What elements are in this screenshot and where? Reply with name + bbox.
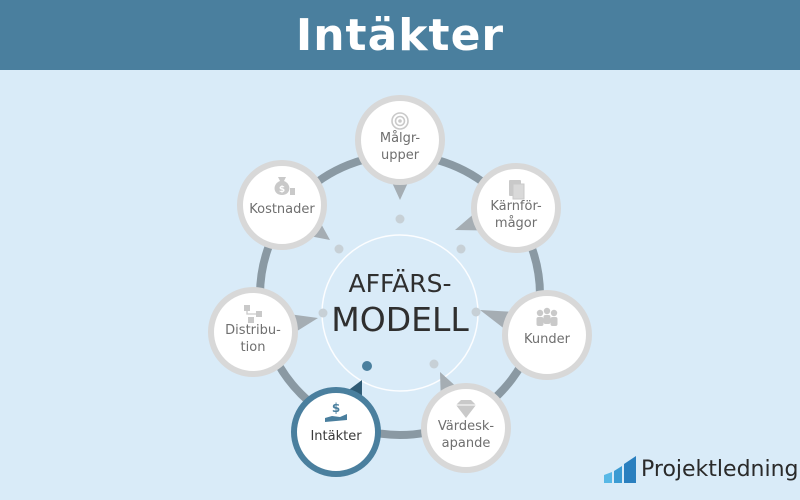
svg-text:$: $ (279, 185, 285, 195)
node-circle (355, 95, 445, 185)
inner-dot-vardeskapande (429, 359, 439, 369)
node-group: Målgr-upperKärnför-mågorKunderVärdesk-ap… (208, 95, 592, 477)
node-label: Distribu- (225, 323, 281, 338)
svg-text:$: $ (332, 401, 340, 415)
node-circle (421, 383, 511, 473)
node-circle (237, 160, 327, 250)
document-icon (509, 180, 525, 200)
money-hand-icon: $ (325, 401, 347, 422)
node-circle (471, 163, 561, 253)
page-title: Intäkter (295, 9, 505, 61)
node-circle (208, 287, 298, 377)
node-karnformagor: Kärnför-mågor (471, 163, 561, 253)
dot-group (318, 214, 481, 371)
inner-dot-kostnader (334, 244, 344, 254)
node-label: Kunder (524, 332, 571, 347)
node-label: apande (442, 436, 491, 451)
diamond-icon (456, 400, 476, 418)
flowchart-icon (244, 305, 262, 323)
brand-logo: Projektledning (604, 455, 799, 483)
people-icon (536, 307, 558, 326)
node-label: Värdesk- (438, 419, 495, 434)
header-banner: Intäkter (0, 0, 800, 70)
money-bag-icon: $ (274, 177, 295, 195)
node-label: Intäkter (310, 429, 362, 444)
center-title-line1: AFFÄRS- (349, 269, 452, 298)
inner-dot-malgrupper (395, 214, 405, 224)
node-circle (291, 387, 381, 477)
bar-chart-logo-icon (604, 456, 636, 483)
node-label: mågor (495, 216, 538, 231)
node-vardeskapande: Värdesk-apande (421, 383, 511, 473)
node-label: upper (381, 148, 420, 163)
node-label: tion (241, 340, 266, 355)
node-label: Kärnför- (490, 199, 542, 214)
node-intakter: $ Intäkter (291, 387, 381, 477)
target-icon (391, 112, 409, 130)
center-title-line2: MODELL (331, 300, 469, 339)
node-malgrupper: Målgr-upper (355, 95, 445, 185)
logo-text: Projektledning (641, 456, 799, 482)
node-distribution: Distribu-tion (208, 287, 298, 377)
inner-dot-distribution (318, 308, 328, 318)
inner-dot-intakter (362, 361, 372, 371)
node-kostnader: $ Kostnader (237, 160, 327, 250)
business-model-diagram: AFFÄRS- MODELL Målgr-upperKärnför-mågorK… (208, 95, 592, 477)
node-label: Kostnader (249, 202, 315, 217)
inner-dot-kunder (471, 307, 481, 317)
inner-dot-karnformagor (456, 244, 466, 254)
node-circle (502, 290, 592, 380)
node-label: Målgr- (380, 131, 421, 146)
node-kunder: Kunder (502, 290, 592, 380)
